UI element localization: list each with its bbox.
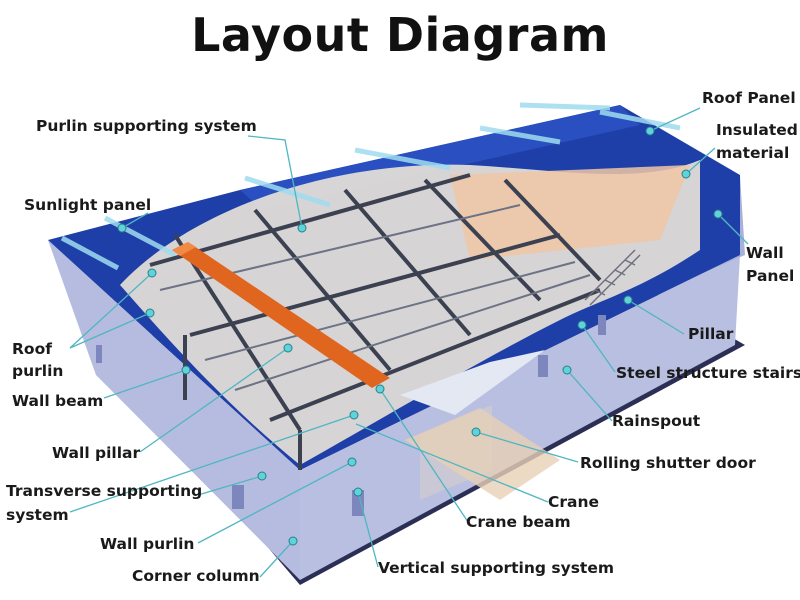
label-sunlight-panel: Sunlight panel <box>24 195 151 216</box>
diagram-title: Layout Diagram <box>0 8 800 62</box>
label-crane: Crane <box>548 492 599 513</box>
label-pillar: Pillar <box>688 324 733 345</box>
label-crane-beam: Crane beam <box>466 512 571 533</box>
label-rainspout: Rainspout <box>612 411 700 432</box>
label-rolling-shutter-door: Rolling shutter door <box>580 453 756 474</box>
label-wall-beam: Wall beam <box>12 391 103 412</box>
label-vertical-supporting-system: Vertical supporting system <box>378 558 614 579</box>
label-purlin-supporting-system: Purlin supporting system <box>36 116 257 137</box>
label-wall-pillar: Wall pillar <box>52 443 140 464</box>
label-insulated-material-line1: Insulated <box>716 120 798 141</box>
label-roof-purlin-line2: purlin <box>12 361 63 382</box>
label-wall-purlin: Wall purlin <box>100 534 194 555</box>
label-wall-panel-line1: Wall <box>746 243 784 264</box>
label-transverse-line1: Transverse supporting <box>6 481 202 502</box>
label-wall-panel-line2: Panel <box>746 266 794 287</box>
label-steel-structure-stairs: Steel structure stairs <box>616 363 800 384</box>
label-roof-purlin-line1: Roof <box>12 339 52 360</box>
label-transverse-line2: system <box>6 505 69 526</box>
label-roof-panel: Roof Panel <box>702 88 796 109</box>
label-insulated-material-line2: material <box>716 143 789 164</box>
label-corner-column: Corner column <box>132 566 260 587</box>
